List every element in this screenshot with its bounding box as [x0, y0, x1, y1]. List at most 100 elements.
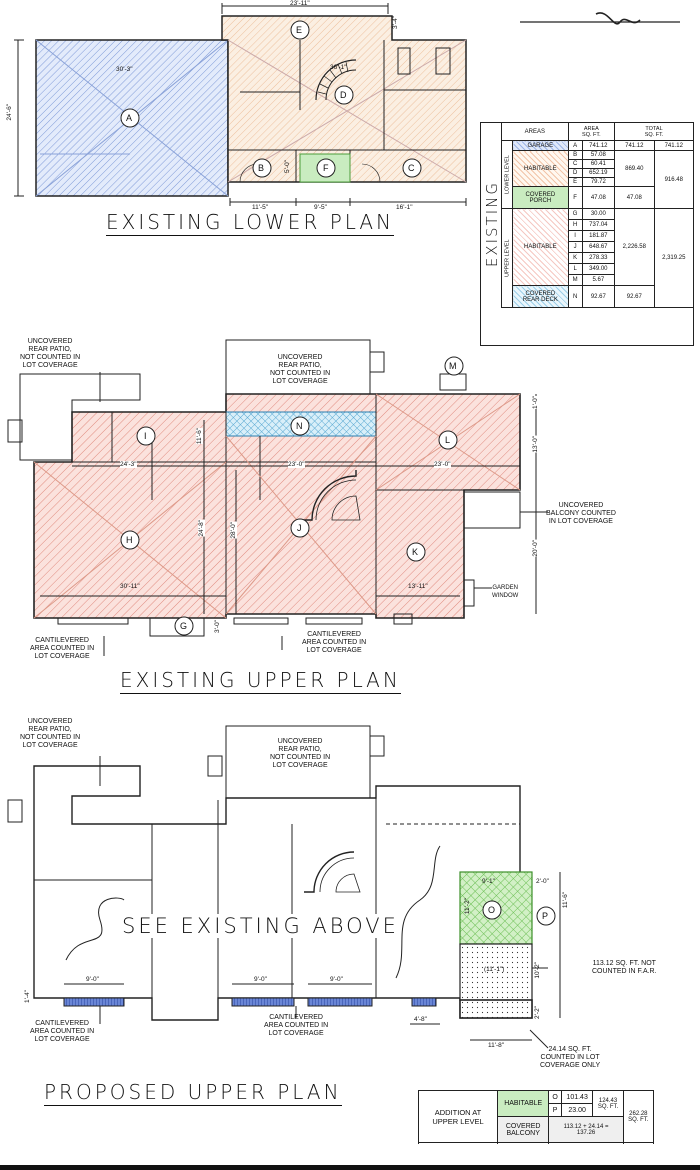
dim-upper-d: 30'-11" — [120, 583, 140, 590]
dim-left: 24'-6" — [6, 104, 13, 121]
label-k: K — [412, 547, 419, 557]
g-id: G — [567, 208, 583, 220]
lower-plan — [14, 3, 467, 206]
existing-area-table-block: EXISTING AREAS AREA SQ. FT. TOTAL SQ. FT… — [480, 122, 695, 346]
label-a: A — [126, 113, 133, 123]
label-e: E — [296, 25, 303, 35]
e-area: 79.72 — [581, 177, 616, 187]
b-id: B — [567, 150, 583, 160]
c-area: 60.41 — [581, 159, 616, 169]
note-patio-left: UNCOVERED REAR PATIO, NOT COUNTED IN LOT… — [20, 338, 81, 369]
k-area: 278.33 — [581, 252, 616, 264]
dim-prop-j: 11'-8" — [488, 1042, 505, 1049]
dim-upper-l: 11'-6" — [196, 428, 203, 445]
level-upper: UPPER LEVEL — [501, 208, 513, 308]
col-total-sqft: TOTAL SQ. FT. — [614, 122, 694, 141]
dim-upper-k: 3'-0" — [214, 620, 221, 633]
row-garage: GARAGE — [512, 140, 569, 151]
note-balcony: UNCOVERED BALCONY COUNTED IN LOT COVERAG… — [546, 502, 616, 525]
dim-garage: 30'-3" — [116, 66, 133, 73]
k-id: K — [567, 252, 583, 264]
addition-habitable: HABITABLE — [496, 1090, 550, 1117]
note-cant-left: CANTILEVERED AREA COUNTED IN LOT COVERAG… — [30, 637, 95, 660]
label-m: M — [449, 361, 457, 371]
note-prop-cant-left: CANTILEVERED AREA COUNTED IN LOT COVERAG… — [30, 1020, 95, 1043]
dim-prop-g: 11'-2" — [464, 898, 471, 915]
dim-upper-g: 28'-0" — [230, 522, 237, 539]
note-prop-patio-center: UNCOVERED REAR PATIO, NOT COUNTED IN LOT… — [270, 738, 331, 769]
dim-prop-f: 11'-6" — [562, 892, 569, 909]
label-i: I — [144, 431, 147, 441]
c-id: C — [567, 159, 583, 169]
dim-upper-a: 24'-3" — [120, 461, 137, 468]
addition-balcony: COVERED BALCONY — [496, 1116, 550, 1143]
dim-upper-f: 24'-8" — [198, 520, 205, 537]
garage-id: A — [567, 140, 583, 151]
upper-grand-total: 2,319.25 — [653, 208, 695, 308]
dim-prop-a: 9'-0" — [86, 976, 99, 983]
addition-balcony-calc: 113.12 + 24.14 = 137.26 — [548, 1116, 624, 1143]
level-lower: LOWER LEVEL — [501, 140, 513, 209]
addition-area-table: ADDITION AT UPPER LEVEL HABITABLE O 101.… — [418, 1090, 655, 1143]
dim-top: 23'-11" — [290, 0, 310, 7]
o-id: O — [548, 1090, 562, 1104]
col-area-sqft: AREA SQ. FT. — [567, 122, 616, 141]
north-arrow-icon — [520, 12, 680, 25]
label-n: N — [296, 421, 303, 431]
deck-id: N — [567, 285, 583, 308]
m-id: M — [567, 274, 583, 286]
h-area: 737.04 — [581, 219, 616, 231]
row-upper-habitable: HABITABLE — [512, 208, 569, 286]
label-l: L — [445, 435, 451, 445]
label-b: B — [258, 163, 265, 173]
dim-prop-m: (11'-1") — [484, 966, 505, 973]
dim-upper-c: 23'-0" — [434, 461, 451, 468]
j-id: J — [567, 241, 583, 253]
lower-habitable-total: 869.40 — [614, 150, 655, 187]
addition-label: ADDITION AT UPPER LEVEL — [418, 1090, 498, 1143]
i-area: 181.87 — [581, 230, 616, 242]
note-cant-center: CANTILEVERED AREA COUNTED IN LOT COVERAG… — [302, 631, 367, 654]
label-j: J — [297, 523, 302, 533]
j-area: 648.67 — [581, 241, 616, 253]
porch-area: 47.08 — [581, 186, 616, 209]
dim-upper-i: 13'-0" — [532, 436, 539, 453]
proposed-plan — [7, 725, 561, 1049]
note-garden: GARDEN WINDOW — [492, 585, 519, 599]
m-area: 5.67 — [581, 274, 616, 286]
dim-upper-j: 1'-0" — [532, 396, 539, 409]
addition-hab-total: 124.43 SQ. FT. — [592, 1090, 624, 1117]
dim-side: 3'-4" — [392, 16, 399, 29]
dim-small: 5'-0" — [284, 160, 291, 173]
garage-grand: 741.12 — [653, 140, 695, 151]
addition-grand-total: 262.28 SQ. FT. — [622, 1090, 655, 1143]
p-id: P — [548, 1103, 562, 1117]
b-area: 57.08 — [581, 150, 616, 160]
dim-upper-e: 13'-11" — [408, 583, 428, 590]
title-existing-lower: EXISTING LOWER PLAN — [106, 210, 395, 236]
label-f: F — [323, 163, 329, 173]
e-id: E — [567, 177, 583, 187]
h-id: H — [567, 219, 583, 231]
p-area: 23.00 — [560, 1103, 594, 1117]
dim-prop-l: 2'-2" — [534, 1006, 541, 1019]
porch-total: 47.08 — [614, 186, 655, 209]
dim-prop-c: 9'-0" — [330, 976, 343, 983]
dim-prop-i: 4'-8" — [414, 1016, 427, 1023]
label-p: P — [542, 911, 549, 921]
o-area: 101.43 — [560, 1090, 594, 1104]
d-id: D — [567, 168, 583, 178]
garage-total: 741.12 — [614, 140, 655, 151]
label-h: H — [126, 535, 133, 545]
dim-prop-k: 1'-4" — [24, 990, 31, 1003]
row-lower-habitable: HABITABLE — [512, 150, 569, 187]
label-o: O — [488, 905, 496, 915]
lower-grand-total: 916.48 — [653, 150, 695, 209]
dim-prop-e: 2'-0" — [536, 878, 549, 885]
note-lot: 24.14 SQ. FT. COUNTED IN LOT COVERAGE ON… — [540, 1046, 601, 1069]
existing-vertical-label: EXISTING — [483, 181, 501, 268]
upper-habitable-total: 2,226.58 — [614, 208, 655, 286]
dim-f: 9'-5" — [314, 204, 327, 211]
